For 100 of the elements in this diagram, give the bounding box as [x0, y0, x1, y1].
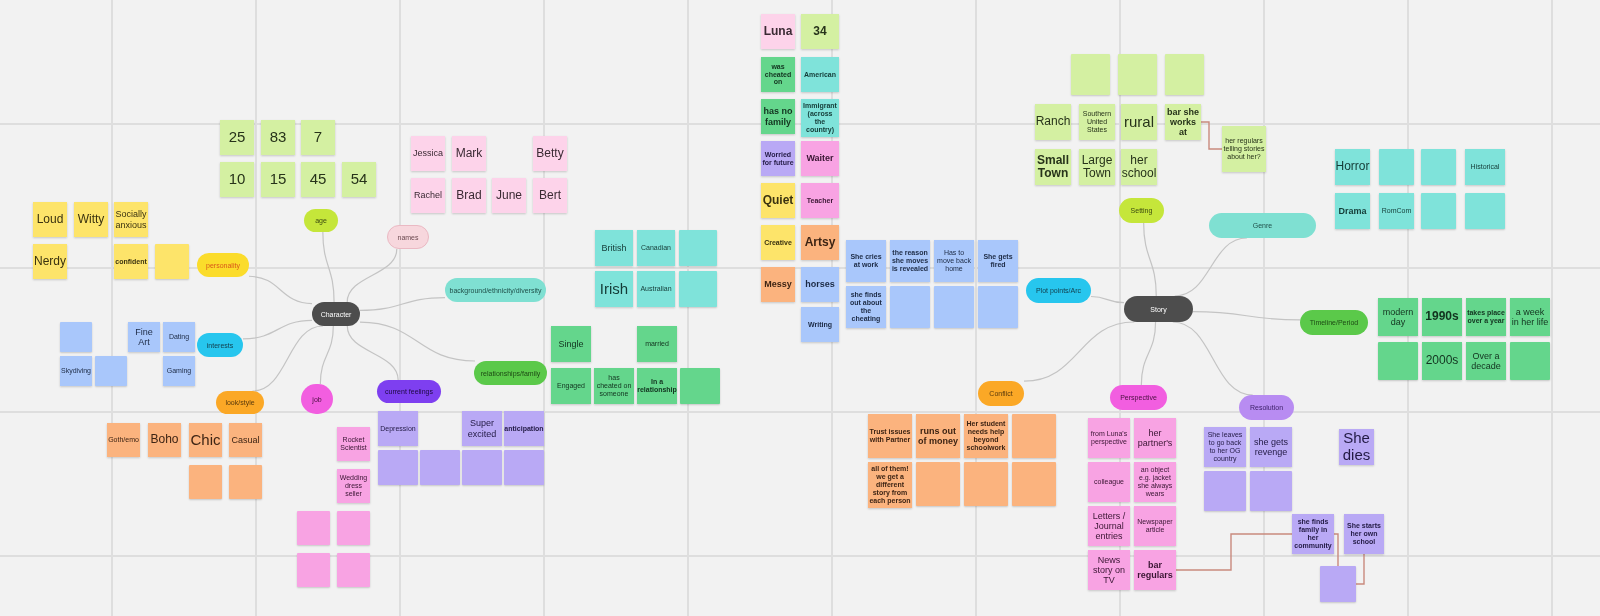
sticky-note: Quiet — [761, 183, 795, 218]
sticky-note — [297, 553, 330, 587]
sticky-note — [1378, 342, 1418, 380]
sticky-note — [420, 450, 460, 485]
connector-line — [1143, 222, 1157, 297]
sticky-note — [1421, 193, 1456, 229]
sticky-note: Boho — [148, 423, 181, 457]
sticky-note: Small Town — [1035, 149, 1071, 185]
sticky-note: Single — [551, 326, 591, 362]
connector-line — [1192, 311, 1301, 321]
sticky-note: Irish — [595, 271, 633, 307]
sticky-note: Chic — [189, 423, 222, 457]
sticky-note: Ranch — [1035, 104, 1071, 140]
sticky-note: 7 — [301, 120, 335, 155]
sticky-note: has no family — [761, 99, 795, 134]
sticky-note: 83 — [261, 120, 295, 155]
sticky-note: runs out of money — [916, 414, 960, 458]
sticky-note: Mark — [452, 136, 486, 171]
sticky-note: 2000s — [1422, 342, 1462, 380]
sticky-note: 34 — [801, 14, 839, 49]
sticky-note: her school — [1121, 149, 1157, 185]
sticky-note: Artsy — [801, 225, 839, 260]
sticky-note: rural — [1121, 104, 1157, 140]
sticky-note — [1250, 471, 1292, 511]
sticky-note — [964, 462, 1008, 506]
leader-line — [1333, 533, 1339, 567]
sticky-note — [679, 271, 717, 307]
sticky-note: Brad — [452, 178, 486, 213]
connector-line — [322, 231, 335, 303]
sticky-note — [1071, 54, 1110, 95]
sticky-note: Loud — [33, 202, 67, 237]
sticky-note — [337, 553, 370, 587]
sticky-note: a week in her life — [1510, 298, 1550, 336]
connector-line — [346, 325, 399, 381]
sticky-note: 15 — [261, 162, 295, 197]
sticky-note — [1204, 471, 1246, 511]
connector-line — [248, 275, 313, 305]
sticky-note: 45 — [301, 162, 335, 197]
sticky-note: Horror — [1335, 149, 1370, 185]
sticky-note — [1421, 149, 1456, 185]
sticky-note — [1510, 342, 1550, 380]
connector-line — [346, 248, 398, 303]
sticky-note: her partner's — [1134, 418, 1176, 458]
sticky-note: 54 — [342, 162, 376, 197]
sticky-note: modern day — [1378, 298, 1418, 336]
sticky-note — [916, 462, 960, 506]
sticky-note — [337, 511, 370, 545]
sticky-note — [978, 286, 1018, 328]
sticky-note: British — [595, 230, 633, 266]
sticky-note — [504, 450, 544, 485]
sticky-note — [229, 465, 262, 499]
sticky-note: Nerdy — [33, 244, 67, 279]
sticky-note — [1320, 566, 1356, 602]
sticky-note: June — [492, 178, 526, 213]
connector-line — [242, 319, 313, 340]
sticky-note — [1012, 414, 1056, 458]
sticky-note — [1379, 149, 1414, 185]
sticky-note: Bert — [533, 178, 567, 213]
leader-line — [1200, 121, 1223, 150]
leader-line — [1355, 553, 1365, 585]
sticky-note — [1465, 193, 1505, 229]
sticky-note — [189, 465, 222, 499]
sticky-note — [679, 230, 717, 266]
sticky-note: Large Town — [1079, 149, 1115, 185]
sticky-note — [462, 450, 502, 485]
sticky-note — [95, 356, 127, 386]
sticky-note: 10 — [220, 162, 254, 197]
sticky-note: Over a decade — [1466, 342, 1506, 380]
sticky-note: Messy — [761, 267, 795, 302]
sticky-note: Waiter — [801, 141, 839, 176]
sticky-note: Luna — [761, 14, 795, 49]
sticky-note — [155, 244, 189, 279]
sticky-note: Casual — [229, 423, 262, 457]
sticky-note — [378, 450, 418, 485]
sticky-note — [680, 368, 720, 404]
sticky-note — [297, 511, 330, 545]
sticky-note — [1118, 54, 1157, 95]
connector-line — [359, 297, 446, 311]
sticky-note: Fine Art — [128, 322, 160, 352]
sticky-note: Super excited — [462, 411, 502, 446]
sticky-note — [60, 322, 92, 352]
sticky-note: Letters / Journal entries — [1088, 506, 1130, 546]
connector-line — [1140, 321, 1157, 386]
sticky-note — [934, 286, 974, 328]
sticky-note — [890, 286, 930, 328]
sticky-note: Witty — [74, 202, 108, 237]
sticky-note: bar regulars — [1134, 550, 1176, 590]
sticky-note: Rachel — [411, 178, 445, 213]
sticky-note — [1165, 54, 1204, 95]
sticky-note: News story on TV — [1088, 550, 1130, 590]
sticky-note: 25 — [220, 120, 254, 155]
sticky-note: Socially anxious — [114, 202, 148, 237]
leader-line — [1175, 533, 1293, 571]
sticky-note: She dies — [1339, 429, 1374, 465]
sticky-note: Drama — [1335, 193, 1370, 229]
connector-line — [319, 325, 334, 385]
sticky-note — [1012, 462, 1056, 506]
sticky-note: Betty — [533, 136, 567, 171]
connector-line — [359, 321, 476, 362]
connector-line — [1090, 295, 1125, 304]
